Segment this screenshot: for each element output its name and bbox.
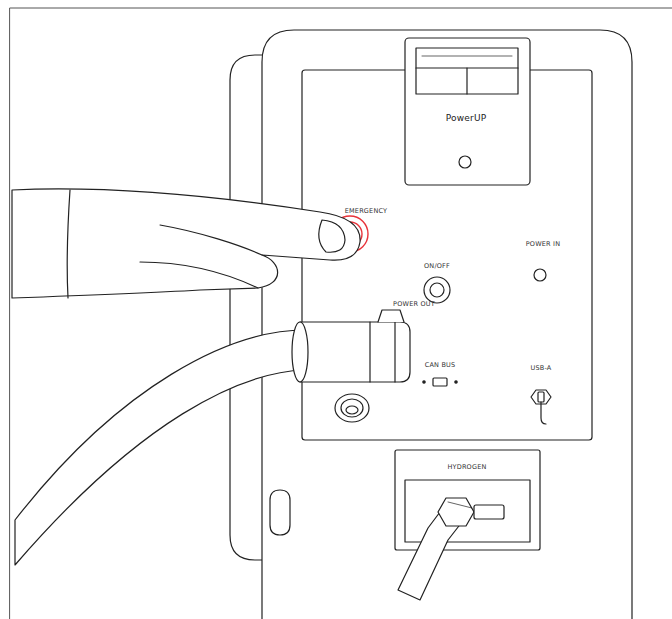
panel-label: HYDROGEN: [447, 464, 486, 471]
plug-ring: [369, 322, 370, 382]
handle-slot: [270, 490, 290, 535]
plug-ring: [394, 322, 395, 382]
power-plug: [292, 322, 308, 382]
hydrogen-nut: [438, 498, 474, 526]
display-line: [422, 56, 512, 57]
power-plug: [300, 322, 410, 382]
hydrogen-nut: [448, 502, 472, 508]
socket-cap: [335, 394, 369, 422]
plug-latch: [378, 310, 404, 322]
panel-label: USB-A: [531, 365, 552, 372]
panel-label: POWER OUT: [393, 301, 435, 308]
usb-cap-strap: [541, 402, 546, 424]
display-line: [466, 68, 467, 94]
socket-cap: [341, 399, 363, 417]
power-in-led: [534, 269, 546, 281]
status-led: [459, 156, 471, 168]
hydrogen-recess: [395, 450, 540, 550]
panel-label: ON/OFF: [424, 263, 450, 270]
hand: [12, 189, 360, 298]
on-off-switch: [430, 283, 444, 297]
finger-crease: [160, 225, 262, 255]
usb-key: [538, 392, 544, 402]
hydrogen-recess: [405, 480, 530, 542]
brand-label: PowerUP: [446, 114, 487, 123]
hydrogen-valve: [474, 505, 504, 519]
device-body: [262, 30, 632, 619]
can-bus-screw: [455, 381, 457, 383]
power-cable: [15, 330, 305, 565]
can-bus-port: [433, 378, 447, 386]
display-window: [416, 48, 518, 94]
panel-label: EMERGENCY: [345, 208, 388, 215]
panel-label: CAN BUS: [425, 362, 456, 369]
wrist-line: [67, 190, 70, 298]
display-housing: [405, 38, 530, 185]
finger-crease: [140, 262, 258, 288]
socket-cap: [346, 406, 358, 414]
on-off-switch: [424, 277, 450, 303]
finger-nail: [319, 220, 345, 252]
image-frame: [10, 8, 672, 619]
can-bus-screw: [423, 381, 425, 383]
panel-label: POWER IN: [526, 241, 561, 248]
